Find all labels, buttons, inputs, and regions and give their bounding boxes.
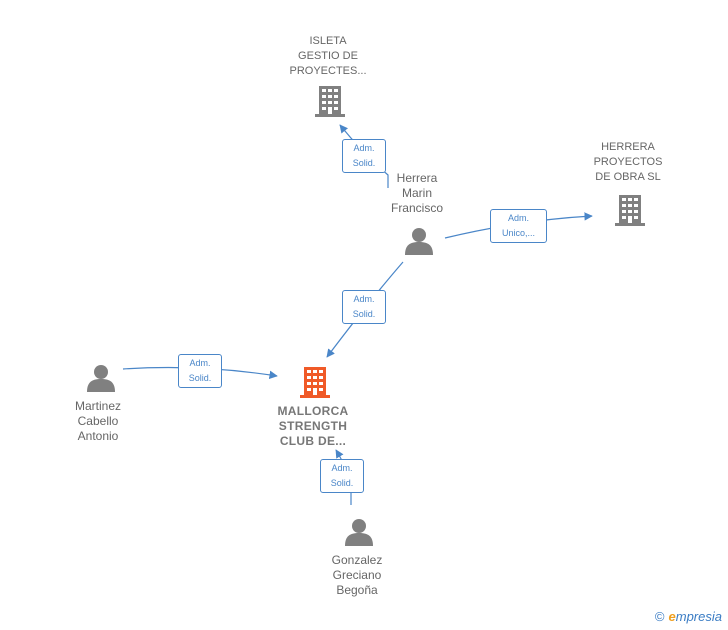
edge-role-martinez-mallorca[interactable]: Adm. Solid. [178, 354, 222, 388]
node-label-gonzalez[interactable]: Gonzalez Greciano Begoña [331, 553, 383, 597]
brand-logo-text: mpresia [675, 609, 722, 624]
node-label-herrera-proyectos[interactable]: HERRERA PROYECTOS DE OBRA SL [593, 141, 663, 183]
building-icon-mallorca[interactable] [300, 367, 330, 398]
node-label-isleta[interactable]: ISLETA GESTIO DE PROYECTES... [289, 35, 367, 77]
edge-role-isleta[interactable]: Adm. Solid. [342, 139, 386, 173]
copyright-icon: © [654, 609, 665, 624]
node-label-martinez[interactable]: Martinez Cabello Antonio [74, 399, 121, 443]
edge-role-herrera-mallorca[interactable]: Adm. Solid. [342, 290, 386, 324]
person-icon-gonzalez[interactable] [345, 519, 373, 546]
building-icon-herrera-proyectos[interactable] [615, 195, 645, 226]
brand-footer: ©empresia [655, 609, 722, 624]
brand-logo-initial: e [668, 609, 676, 624]
edge-role-gonzalez-mallorca[interactable]: Adm. Solid. [320, 459, 364, 493]
edge-role-herrera-proyectos[interactable]: Adm. Unico,... [490, 209, 547, 243]
node-label-herrera-marin[interactable]: Herrera Marin Francisco [390, 171, 443, 215]
person-icon-martinez[interactable] [87, 365, 115, 392]
building-icon-isleta[interactable] [315, 86, 345, 117]
node-label-mallorca[interactable]: MALLORCA STRENGTH CLUB DE... [277, 404, 349, 448]
person-icon-herrera-marin[interactable] [405, 228, 433, 255]
